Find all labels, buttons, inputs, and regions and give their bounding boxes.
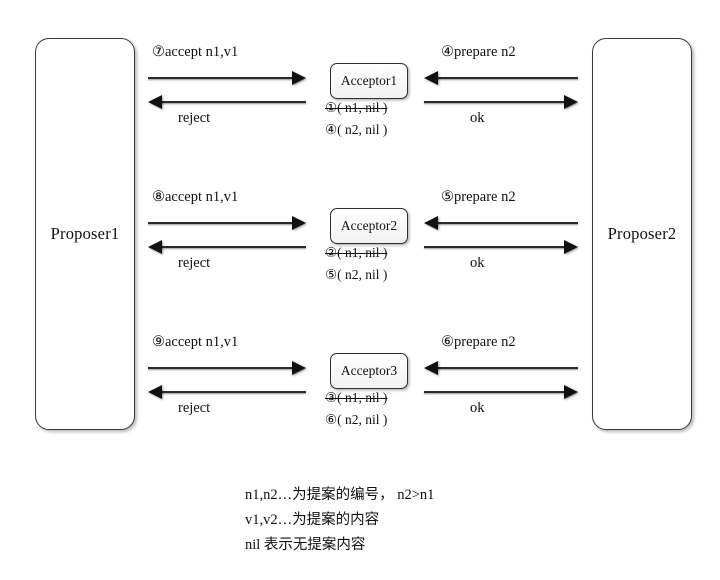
arrowhead-right-icon	[292, 361, 306, 375]
acceptor3-label: Acceptor3	[340, 363, 398, 378]
legend-line-2: v1,v2…为提案的内容	[245, 512, 380, 528]
acceptor1-box: Acceptor1	[330, 63, 408, 99]
prepare-request-label-3: ⑥prepare n2	[441, 334, 516, 350]
acceptor-group-1: ⑦accept n1,v1 reject Acceptor1 ①( n1, ni…	[0, 38, 720, 183]
legend: n1,n2…为提案的编号， n2>n1 v1,v2…为提案的内容 nil 表示无…	[245, 483, 645, 558]
acceptor2-label: Acceptor2	[340, 218, 398, 233]
ok-response-arrow-1	[424, 95, 578, 109]
accept-request-label-1: ⑦accept n1,v1	[152, 44, 239, 60]
arrow-shaft	[436, 222, 578, 224]
accept-request-arrow-1	[148, 71, 306, 85]
arrow-shaft	[424, 101, 566, 103]
arrow-shaft	[424, 246, 566, 248]
acceptor2-state-new: ⑤( n2, nil )	[325, 267, 388, 282]
arrowhead-left-icon	[424, 361, 438, 375]
arrow-shaft	[436, 367, 578, 369]
reject-response-arrow-3	[148, 385, 306, 399]
arrowhead-left-icon	[424, 216, 438, 230]
arrow-shaft	[148, 222, 294, 224]
proposer2-label: Proposer2	[607, 224, 677, 243]
acceptor1-state-old: ①( n1, nil )	[325, 100, 388, 115]
acceptor-group-2: ⑧accept n1,v1 reject Acceptor2 ②( n1, ni…	[0, 183, 720, 328]
accept-request-label-2: ⑧accept n1,v1	[152, 189, 239, 205]
arrowhead-left-icon	[148, 240, 162, 254]
arrowhead-left-icon	[424, 71, 438, 85]
acceptor2-state-old: ②( n1, nil )	[325, 245, 388, 260]
arrowhead-left-icon	[148, 95, 162, 109]
accept-request-label-3: ⑨accept n1,v1	[152, 334, 239, 350]
acceptor1-label: Acceptor1	[340, 73, 398, 88]
ok-response-arrow-3	[424, 385, 578, 399]
ok-response-label-3: ok	[470, 400, 485, 416]
prepare-request-label-2: ⑤prepare n2	[441, 189, 516, 205]
ok-response-label-2: ok	[470, 255, 485, 271]
arrow-shaft	[424, 391, 566, 393]
arrow-shaft	[160, 101, 306, 103]
arrow-shaft	[148, 367, 294, 369]
acceptor2-box: Acceptor2	[330, 208, 408, 244]
reject-response-arrow-1	[148, 95, 306, 109]
accept-request-arrow-2	[148, 216, 306, 230]
reject-response-arrow-2	[148, 240, 306, 254]
prepare-request-arrow-2	[424, 216, 578, 230]
ok-response-label-1: ok	[470, 110, 485, 126]
reject-response-label-1: reject	[178, 110, 211, 126]
arrow-shaft	[160, 246, 306, 248]
accept-request-arrow-3	[148, 361, 306, 375]
acceptor-group-3: ⑨accept n1,v1 reject Acceptor3 ③( n1, ni…	[0, 328, 720, 473]
arrow-shaft	[160, 391, 306, 393]
proposer2-box: Proposer2	[592, 38, 692, 430]
arrowhead-left-icon	[148, 385, 162, 399]
arrowhead-right-icon	[292, 216, 306, 230]
reject-response-label-3: reject	[178, 400, 211, 416]
acceptor3-state-old: ③( n1, nil )	[325, 390, 388, 405]
prepare-request-arrow-1	[424, 71, 578, 85]
prepare-request-label-1: ④prepare n2	[441, 44, 516, 60]
proposer1-label: Proposer1	[50, 224, 120, 243]
arrow-shaft	[148, 77, 294, 79]
arrowhead-right-icon	[564, 240, 578, 254]
arrow-shaft	[436, 77, 578, 79]
acceptor3-state-new: ⑥( n2, nil )	[325, 412, 388, 427]
reject-response-label-2: reject	[178, 255, 211, 271]
acceptor1-state-new: ④( n2, nil )	[325, 122, 388, 137]
legend-line-1: n1,n2…为提案的编号， n2>n1	[245, 487, 435, 503]
arrowhead-right-icon	[564, 385, 578, 399]
arrowhead-right-icon	[292, 71, 306, 85]
acceptor3-box: Acceptor3	[330, 353, 408, 389]
legend-line-3: nil 表示无提案内容	[245, 537, 366, 553]
prepare-request-arrow-3	[424, 361, 578, 375]
proposer1-box: Proposer1	[35, 38, 135, 430]
arrowhead-right-icon	[564, 95, 578, 109]
ok-response-arrow-2	[424, 240, 578, 254]
